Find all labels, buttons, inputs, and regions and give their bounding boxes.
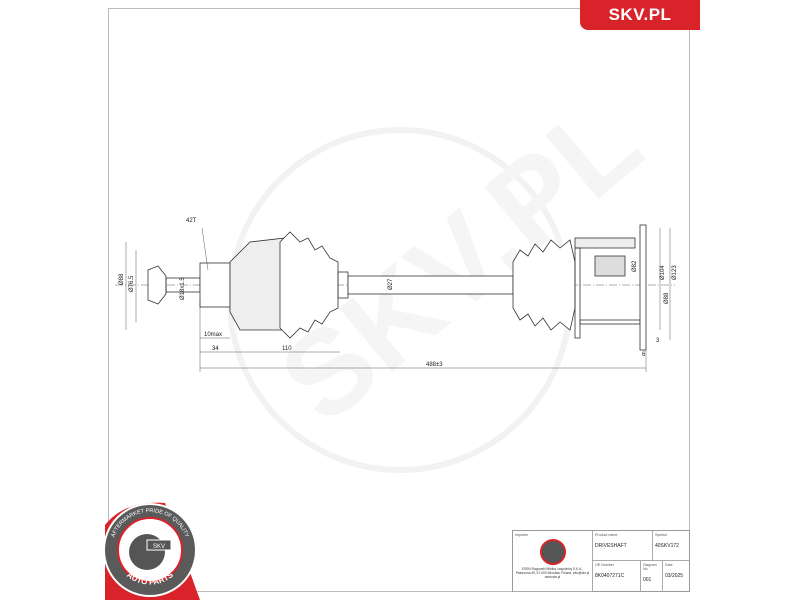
label-dia-123: Ø123 bbox=[672, 265, 678, 280]
right-boot bbox=[512, 239, 576, 331]
label-34: 34 bbox=[212, 346, 219, 352]
label-3: 3 bbox=[656, 338, 660, 344]
label-dia-82: Ø82 bbox=[632, 260, 638, 272]
oe-label: OE Number bbox=[595, 563, 614, 567]
drawing-frame bbox=[108, 8, 690, 592]
label-teeth: 42T bbox=[186, 218, 197, 224]
label-dia-104: Ø104 bbox=[660, 265, 666, 280]
label-spline: Ø18x1.5 bbox=[180, 277, 186, 300]
dimension-lines bbox=[125, 227, 671, 372]
date: 03/2025 bbox=[665, 573, 684, 579]
gear-icon bbox=[129, 534, 165, 570]
symbol: 40SKV172 bbox=[655, 543, 679, 549]
importer-label: Importer bbox=[515, 533, 529, 537]
shaft bbox=[347, 275, 514, 295]
left-boot bbox=[279, 231, 339, 339]
right-bearing bbox=[594, 255, 626, 277]
date-label: Date bbox=[665, 563, 673, 567]
right-flange bbox=[639, 224, 647, 351]
label-110: 110 bbox=[282, 346, 292, 352]
product-name-label: Product name bbox=[595, 533, 618, 537]
skv-auto-parts-badge: SKV AFTERMARKET PRIDE OF QUALITY AUTO PA… bbox=[103, 502, 200, 600]
label-dia-88-right: Ø88 bbox=[664, 292, 670, 304]
label-6: 6 bbox=[642, 352, 646, 358]
oe-number: 8K0407271C bbox=[595, 573, 625, 579]
diagram-number: 001 bbox=[643, 577, 652, 583]
right-hub bbox=[579, 319, 641, 325]
right-cv-housing bbox=[574, 237, 636, 249]
importer-logo bbox=[539, 539, 566, 565]
left-nut bbox=[147, 265, 167, 305]
diagram-label: Diagram No. bbox=[643, 563, 657, 571]
label-total-length: 488±3 bbox=[426, 362, 443, 368]
label-dia-88: Ø88 bbox=[119, 273, 125, 285]
title-block: Importer ESEN Rogowski Wielka i wspólnic… bbox=[512, 530, 690, 592]
right-cv-body bbox=[574, 247, 581, 339]
label-dia-76: Ø76.5 bbox=[129, 275, 135, 292]
left-cv-housing bbox=[199, 262, 231, 308]
importer-text: ESEN Rogowski Wielka i wspólnicy S.K.A.,… bbox=[515, 567, 590, 579]
label-10max: 10max bbox=[204, 332, 222, 338]
product-name: DRIVESHAFT bbox=[595, 543, 627, 549]
symbol-label: Symbol bbox=[655, 533, 667, 537]
label-shaft-dia: Ø27 bbox=[388, 278, 394, 290]
badge-center-text: SKV bbox=[153, 544, 165, 550]
brand-logo[interactable]: SKV.PL bbox=[580, 0, 700, 30]
